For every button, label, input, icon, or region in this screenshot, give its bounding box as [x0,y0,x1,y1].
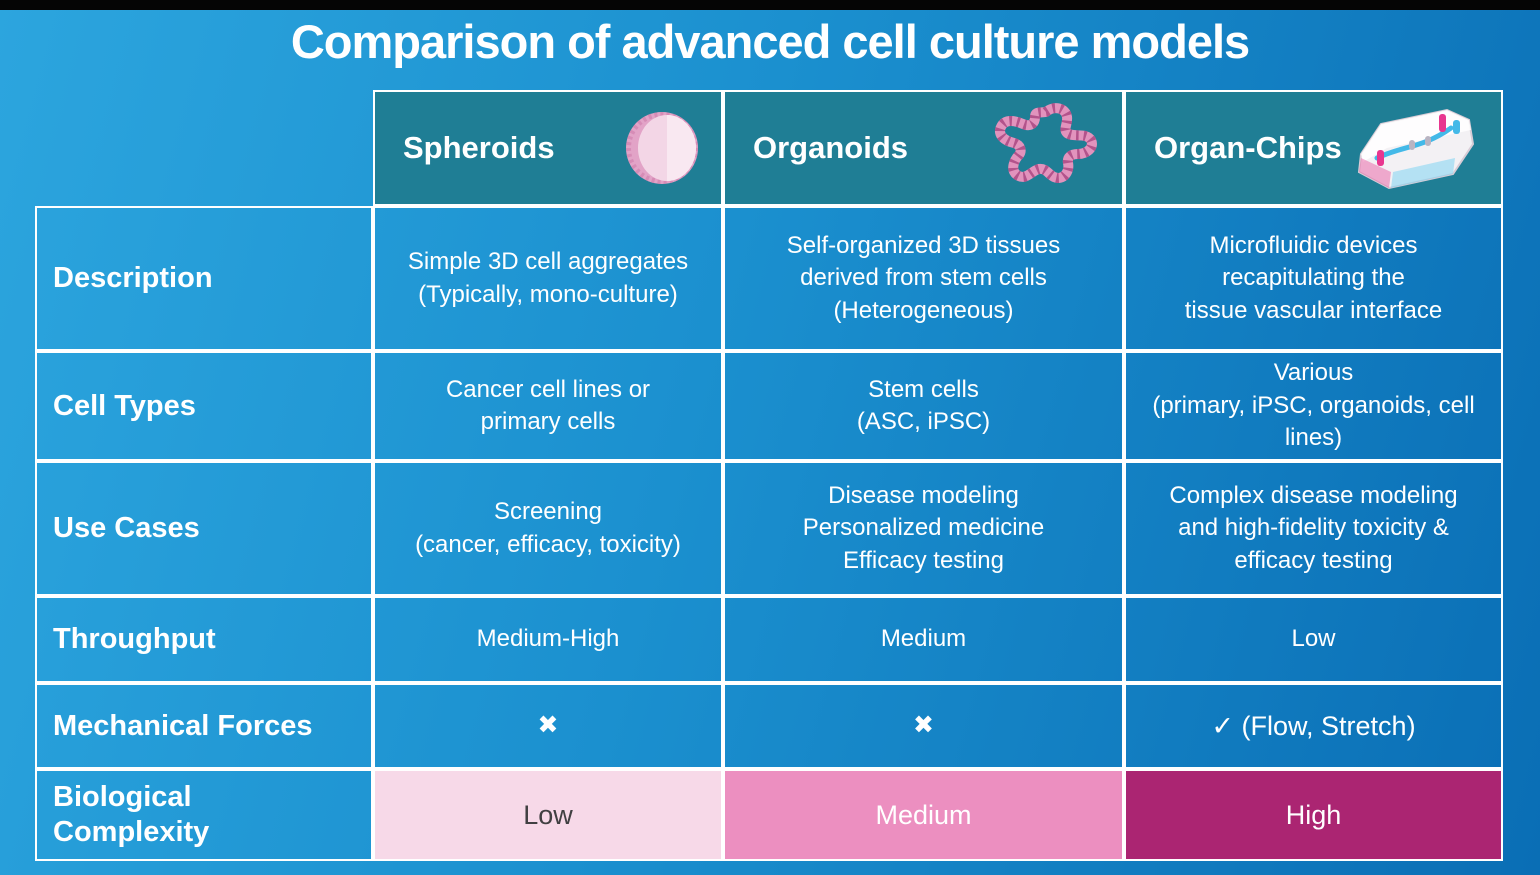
cell-description-spheroids: Simple 3D cell aggregates (Typically, mo… [373,206,723,351]
cell-use-cases-organoids: Disease modeling Personalized medicine E… [723,461,1124,596]
corner-spacer [35,90,373,206]
cell-biological-complexity-organoids: Medium [723,769,1124,861]
cross-icon: ✖ [913,711,934,740]
row-label-throughput: Throughput [35,596,373,683]
row-label-description: Description [35,206,373,351]
column-header-organ-chips: Organ-Chips [1124,90,1503,206]
check-icon: ✓ (Flow, Stretch) [1211,710,1416,741]
row-label-cell-types: Cell Types [35,351,373,461]
row-label-use-cases: Use Cases [35,461,373,596]
column-header-spheroids: Spheroids [373,90,723,206]
cell-mechanical-forces-organ-chips: ✓ (Flow, Stretch) [1124,683,1503,769]
cell-mechanical-forces-spheroids: ✖ [373,683,723,769]
cell-throughput-spheroids: Medium-High [373,596,723,683]
comparison-table: Spheroids Organoids Organ-Chips [35,90,1503,861]
spheroid-icon [626,112,698,184]
cell-use-cases-spheroids: Screening (cancer, efficacy, toxicity) [373,461,723,596]
cell-mechanical-forces-organoids: ✖ [723,683,1124,769]
cell-cell-types-spheroids: Cancer cell lines or primary cells [373,351,723,461]
cell-throughput-organoids: Medium [723,596,1124,683]
column-header-label: Organ-Chips [1154,130,1342,166]
cell-use-cases-organ-chips: Complex disease modeling and high-fideli… [1124,461,1503,596]
cell-throughput-organ-chips: Low [1124,596,1503,683]
row-label-mechanical-forces: Mechanical Forces [35,683,373,769]
organoid-icon [995,103,1097,183]
column-header-organoids: Organoids [723,90,1124,206]
cell-cell-types-organ-chips: Various (primary, iPSC, organoids, cell … [1124,351,1503,461]
row-label-biological-complexity: Biological Complexity [35,769,373,861]
cell-cell-types-organoids: Stem cells (ASC, iPSC) [723,351,1124,461]
cell-description-organ-chips: Microfluidic devices recapitulating the … [1124,206,1503,351]
column-header-label: Organoids [753,130,909,166]
cell-description-organoids: Self-organized 3D tissues derived from s… [723,206,1124,351]
page-title: Comparison of advanced cell culture mode… [290,15,1250,68]
cross-icon: ✖ [537,711,559,740]
cell-biological-complexity-organ-chips: High [1124,769,1503,861]
column-header-label: Spheroids [403,130,555,166]
top-black-bar [0,0,1540,10]
organ-chip-icon [1357,108,1475,190]
cell-biological-complexity-spheroids: Low [373,769,723,861]
